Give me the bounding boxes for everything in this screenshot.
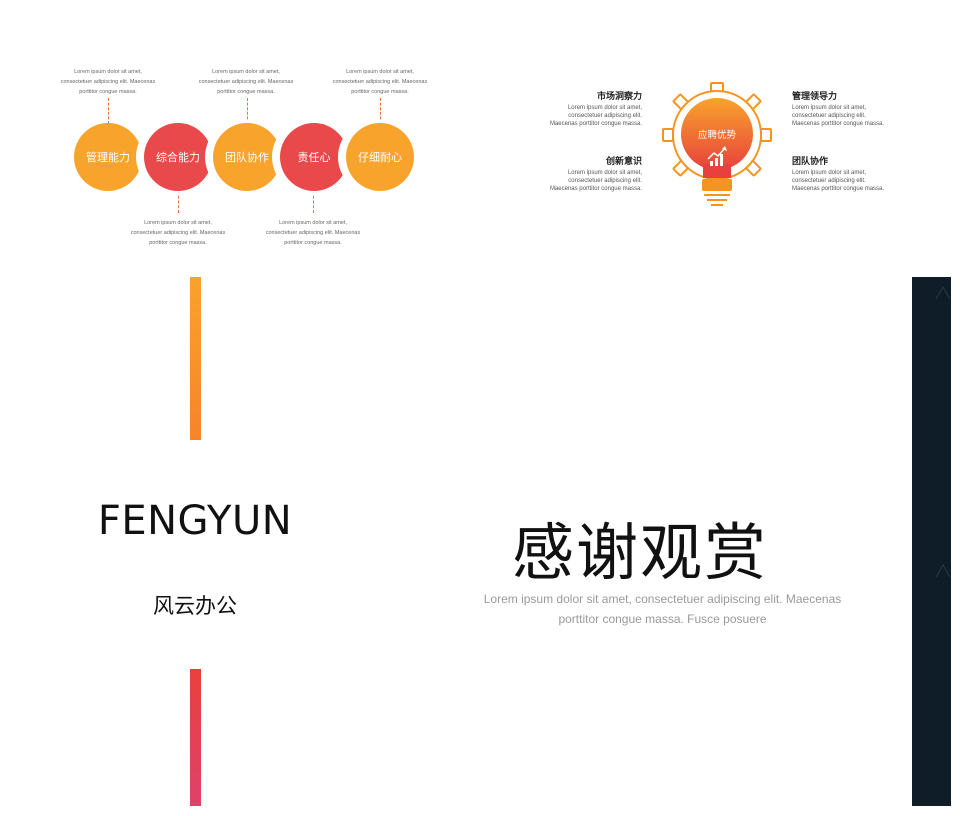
connector-bottom-2 xyxy=(313,191,314,213)
item-text-teamwork: Lorem ipsum dolor sit amet, consectetuer… xyxy=(792,170,885,192)
circle-label: 责任心 xyxy=(297,151,331,164)
item-text-market: Lorem ipsum dolor sit amet, consectetuer… xyxy=(549,105,642,127)
item-title-leadership: 管理领导力 xyxy=(792,92,838,102)
thanks-subtitle-2: porttitor congue massa. Fusce posuere xyxy=(558,612,767,626)
caption-bottom-1: Lorem ipsum dolor sit amet, consectetuer… xyxy=(130,220,226,246)
slide-brand: FENGYUN 风云办公 xyxy=(0,270,400,816)
circle-label: 综合能力 xyxy=(156,151,200,164)
connector-top-2 xyxy=(247,98,248,124)
decorative-lines-icon xyxy=(935,286,951,578)
circle-comprehensive: 综合能力 xyxy=(144,123,212,191)
accent-bar-bottom xyxy=(190,669,201,806)
connector-bottom-1 xyxy=(178,191,179,213)
slide-thanks: 感谢观赏 Lorem ipsum dolor sit amet, consect… xyxy=(440,270,885,816)
connector-top-3 xyxy=(380,98,381,124)
circle-teamwork: 团队协作 xyxy=(213,123,281,191)
accent-bar-top xyxy=(190,277,201,440)
slide-abilities: Lorem ipsum dolor sit amet, consectetuer… xyxy=(40,60,440,260)
caption-top-3: Lorem ipsum dolor sit amet, consectetuer… xyxy=(332,69,428,95)
item-title-market: 市场洞察力 xyxy=(596,92,642,102)
circle-label: 团队协作 xyxy=(225,151,269,164)
circle-management: 管理能力 xyxy=(74,123,142,191)
caption-bottom-2: Lorem ipsum dolor sit amet, consectetuer… xyxy=(265,220,361,246)
dark-panel xyxy=(912,277,951,806)
lightbulb-gear-icon xyxy=(662,82,772,206)
item-title-innovation: 创新意识 xyxy=(605,157,642,167)
thanks-subtitle-1: Lorem ipsum dolor sit amet, consectetuer… xyxy=(483,592,842,606)
circle-label: 仔细耐心 xyxy=(358,151,402,164)
caption-top-2: Lorem ipsum dolor sit amet, consectetuer… xyxy=(198,69,294,95)
circle-label: 管理能力 xyxy=(86,151,130,164)
thanks-title: 感谢观赏 xyxy=(511,516,768,589)
connector-top-1 xyxy=(108,98,109,124)
slide-advantages: 市场洞察力 Lorem ipsum dolor sit amet, consec… xyxy=(540,75,940,225)
circle-patience: 仔细耐心 xyxy=(346,123,414,191)
caption-top-1: Lorem ipsum dolor sit amet, consectetuer… xyxy=(60,69,156,95)
item-title-teamwork: 团队协作 xyxy=(792,157,829,167)
brand-en: FENGYUN xyxy=(97,498,293,544)
brand-cn: 风云办公 xyxy=(153,594,237,618)
bulb-center-label: 应聘优势 xyxy=(697,130,736,141)
item-text-innovation: Lorem ipsum dolor sit amet, consectetuer… xyxy=(549,170,642,192)
circle-responsibility: 责任心 xyxy=(280,123,348,191)
item-text-leadership: Lorem ipsum dolor sit amet, consectetuer… xyxy=(792,105,885,127)
